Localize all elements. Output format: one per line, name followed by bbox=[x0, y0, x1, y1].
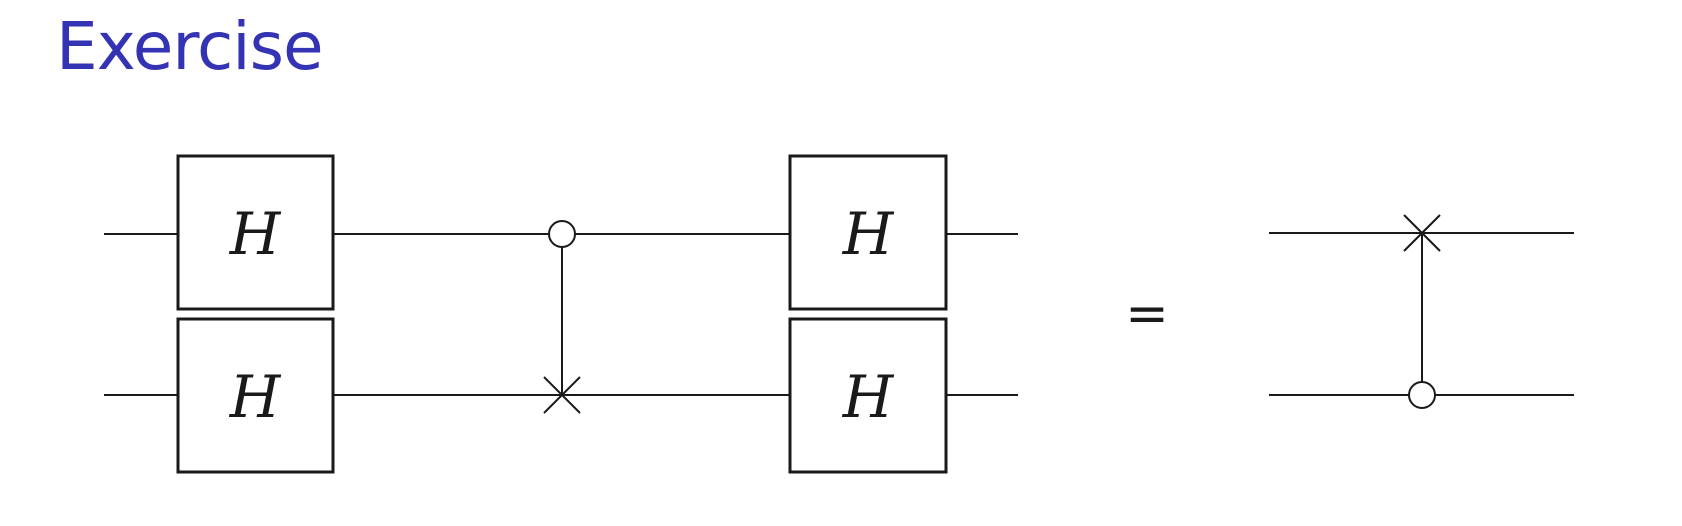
control-dot bbox=[1408, 381, 1436, 409]
hadamard-gate-top-right: H bbox=[788, 154, 948, 311]
gate-label: H bbox=[229, 200, 282, 268]
gate-label: H bbox=[842, 363, 895, 431]
target-cross bbox=[543, 376, 581, 414]
equals-sign: = bbox=[1125, 284, 1169, 344]
hadamard-gate-bottom-right: H bbox=[788, 317, 948, 474]
gate-label: H bbox=[229, 363, 282, 431]
hadamard-gate-top-left: H bbox=[176, 154, 335, 311]
target-cross bbox=[1403, 214, 1441, 252]
controlled-gate-right bbox=[1403, 214, 1441, 409]
right-circuit bbox=[1269, 214, 1574, 409]
slide-title: Exercise bbox=[56, 8, 324, 85]
hadamard-gate-bottom-left: H bbox=[176, 317, 335, 474]
control-dot bbox=[548, 220, 576, 248]
controlled-gate-left bbox=[543, 220, 581, 414]
gate-label: H bbox=[842, 200, 895, 268]
left-circuit: H H H H bbox=[104, 154, 1018, 474]
